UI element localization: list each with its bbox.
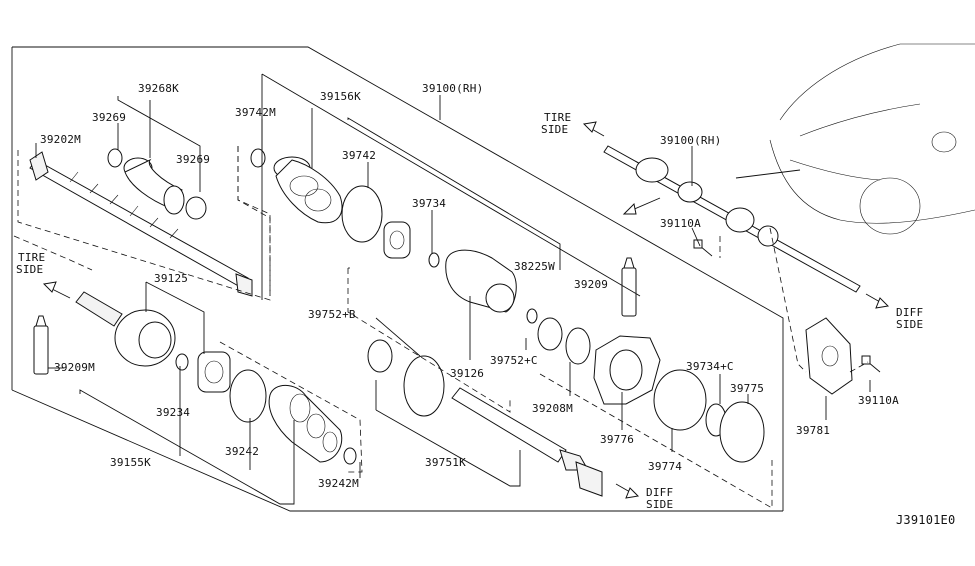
label-39202m: 39202M: [40, 133, 81, 146]
label-39269-b: 39269: [176, 153, 210, 166]
diff-side-arrow-right: [865, 293, 890, 309]
label-39110a-b: 39110A: [858, 394, 899, 407]
diff-side-label-bottom-2: SIDE: [646, 498, 673, 511]
vehicle-front-outline: [769, 43, 975, 235]
label-39742: 39742: [342, 149, 376, 162]
label-38225w: 38225W: [514, 260, 555, 273]
label-39208m: 39208M: [532, 402, 573, 415]
label-39100-rh: 39100(RH): [422, 82, 483, 95]
seal-39775: [719, 401, 765, 463]
label-39742m: 39742M: [235, 106, 276, 119]
snap-ring-39734: [428, 252, 440, 268]
label-39774: 39774: [648, 460, 682, 473]
label-39775: 39775: [730, 382, 764, 395]
diff-side-arrow-bottom: [615, 483, 640, 499]
bracket-39781: [805, 317, 853, 395]
label-39242m: 39242M: [318, 477, 359, 490]
bolt-39110a-a: [693, 239, 713, 257]
tire-side-label-right-2: SIDE: [541, 123, 568, 136]
label-39269-a: 39269: [92, 111, 126, 124]
clamp-39269-a: [107, 148, 123, 168]
installed-shaft-39100-rh: [603, 145, 861, 293]
housing-39126: [445, 249, 517, 313]
diagram-code: J39101E0: [896, 513, 955, 527]
boot-39156k: [273, 156, 343, 224]
grease-tube-39209m: [33, 315, 49, 375]
clamp-39742m: [250, 148, 266, 168]
label-39110a-a: 39110A: [660, 217, 701, 230]
clamp-39242m: [343, 447, 357, 465]
exploded-view-frame: [11, 46, 784, 512]
bearing-39752b: [367, 339, 393, 373]
diff-side-label-right-2: SIDE: [896, 318, 923, 331]
label-39209m: 39209M: [54, 361, 95, 374]
bearing-39774: [653, 369, 707, 431]
seal-39752b: [403, 355, 445, 417]
label-39155k: 39155K: [110, 456, 151, 469]
direction-labels: TIRE SIDE TIRE SIDE DIFF SIDE DIFF SIDE: [16, 111, 923, 511]
seal-39208m: [565, 327, 591, 365]
label-39776: 39776: [600, 433, 634, 446]
shaft-39751k: [451, 387, 603, 497]
tire-side-arrow-left: [42, 281, 71, 299]
label-39734: 39734: [412, 197, 446, 210]
label-39734-c: 39734+C: [686, 360, 734, 373]
tire-side-arrow-right: [582, 121, 605, 137]
label-39100-rh-installed: 39100(RH): [660, 134, 721, 147]
clamp-39269-b: [185, 196, 207, 220]
clamp-39242: [229, 369, 267, 423]
spider-39125: [197, 351, 231, 393]
diff-side-label-bottom-1: DIFF: [646, 486, 673, 499]
tire-side-label-right-1: TIRE: [544, 111, 571, 124]
bracket-39776: [593, 335, 661, 405]
leader-lines: [35, 73, 871, 505]
label-39752-b: 39752+B: [308, 308, 356, 321]
label-39752-c: 39752+C: [490, 354, 538, 367]
bolt-39110a-b: [861, 355, 881, 373]
tire-side-label-left-1: TIRE: [18, 251, 45, 264]
label-39234: 39234: [156, 406, 190, 419]
tripod-39734: [383, 221, 411, 259]
grease-tube-39209: [621, 257, 637, 317]
installed-direction-arrow: [622, 197, 661, 215]
tire-side-label-left-2: SIDE: [16, 263, 43, 276]
clamp-39742: [341, 185, 383, 243]
outer-joint-39125: [75, 291, 176, 367]
label-39242: 39242: [225, 445, 259, 458]
boot-39268k: [123, 157, 185, 215]
snap-ring-39234: [175, 353, 189, 371]
label-39751k: 39751K: [425, 456, 466, 469]
ring-39752c: [537, 317, 563, 351]
diff-side-label-right-1: DIFF: [896, 306, 923, 319]
boot-39242: [268, 384, 343, 463]
label-39156k: 39156K: [320, 90, 361, 103]
label-39125: 39125: [154, 272, 188, 285]
label-39209: 39209: [574, 278, 608, 291]
label-39781: 39781: [796, 424, 830, 437]
part-labels: 39100(RH) 39156K 39742M 39742 39734 3822…: [40, 82, 899, 490]
label-39126: 39126: [450, 367, 484, 380]
ring-38225w: [526, 308, 538, 324]
shaft-39202m: [29, 151, 253, 297]
label-39268k: 39268K: [138, 82, 179, 95]
